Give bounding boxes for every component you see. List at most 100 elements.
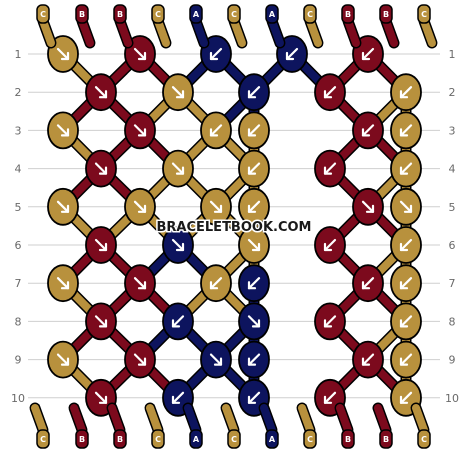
- top-strand-tab-letter: C: [231, 10, 237, 19]
- strand-thread: [298, 404, 314, 434]
- knot: [162, 73, 194, 112]
- knot: [238, 302, 270, 341]
- arrow-head-icon: [60, 128, 70, 137]
- arrow-head-icon: [247, 395, 257, 404]
- arrow-head-icon: [399, 357, 409, 366]
- arrow-head-icon: [213, 357, 223, 366]
- knot: [390, 187, 422, 226]
- knot: [124, 111, 156, 150]
- arrow-head-icon: [175, 166, 185, 175]
- arrow-head-icon: [60, 281, 70, 290]
- top-strand-tab: [303, 4, 317, 24]
- arrow-sw-icon: [247, 277, 261, 290]
- knot: [238, 149, 270, 188]
- arrow-sw-icon: [209, 277, 223, 290]
- arrow-sw-icon: [399, 277, 413, 290]
- row-label-right: 7: [449, 277, 456, 290]
- arrow-sw-icon: [209, 124, 223, 137]
- bottom-strand-tab: [113, 429, 127, 449]
- arrow-head-icon: [209, 281, 219, 290]
- knot: [124, 340, 156, 379]
- bottom-strand-tab-letter: B: [79, 435, 85, 444]
- arrow-se-icon: [209, 200, 223, 213]
- arrow-sw-icon: [323, 238, 337, 252]
- arrow-sw-icon: [323, 391, 337, 404]
- top-strand-tab: [151, 4, 165, 24]
- strand-thread: [70, 404, 86, 434]
- arrow-se-icon: [94, 238, 108, 252]
- row-label-left: 5: [15, 201, 22, 214]
- strand-thread: [192, 17, 208, 47]
- bottom-strand-tab-letter: C: [40, 435, 46, 444]
- knot: [238, 340, 270, 379]
- arrow-head-icon: [98, 166, 108, 175]
- top-strand-tab: [36, 4, 50, 24]
- arrow-head-icon: [403, 204, 413, 213]
- knot: [390, 226, 422, 264]
- top-strand-tab-letter: C: [421, 10, 427, 19]
- arrow-head-icon: [361, 51, 371, 61]
- arrow-head-icon: [251, 319, 261, 328]
- arrow-head-icon: [361, 281, 371, 290]
- row-label-left: 7: [15, 277, 22, 290]
- arrow-se-icon: [171, 162, 185, 175]
- arrow-head-icon: [247, 90, 257, 99]
- arrow-head-icon: [247, 281, 257, 290]
- arrow-head-icon: [175, 90, 185, 99]
- knot: [352, 340, 384, 379]
- bottom-strand-tab-letter: C: [155, 435, 161, 444]
- arrow-head-icon: [60, 204, 70, 213]
- row-label-right: 4: [449, 163, 456, 176]
- top-strand-tab: [227, 4, 241, 24]
- arrow-head-icon: [361, 128, 371, 137]
- arrow-sw-icon: [399, 391, 413, 404]
- arrow-head-icon: [247, 204, 257, 213]
- strand-thread: [78, 17, 94, 47]
- knot: [85, 302, 117, 341]
- knot: [238, 264, 270, 303]
- arrow-head-icon: [209, 128, 219, 137]
- strand-thread: [230, 17, 246, 47]
- knot: [390, 111, 422, 150]
- top-strand-tab-letter: C: [307, 10, 313, 19]
- arrow-se-icon: [399, 200, 413, 213]
- arrow-sw-icon: [399, 124, 413, 137]
- arrow-se-icon: [133, 277, 147, 290]
- knot: [352, 187, 384, 226]
- strand-thread: [268, 17, 284, 47]
- strand-thread: [382, 17, 398, 47]
- top-strand-tab-letter: C: [40, 10, 46, 19]
- arrow-head-icon: [247, 128, 257, 137]
- row-label-right: 2: [449, 86, 456, 99]
- arrow-se-icon: [361, 200, 375, 213]
- arrow-head-icon: [251, 242, 261, 252]
- bottom-strand-tab: [303, 429, 317, 449]
- bottom-strand-tab-letter: B: [345, 435, 351, 444]
- strand-thread: [146, 404, 162, 434]
- knot: [314, 302, 346, 341]
- knot: [314, 149, 346, 188]
- arrow-sw-icon: [247, 162, 261, 175]
- knot: [47, 264, 79, 303]
- row-label-left: 3: [15, 124, 22, 137]
- top-strand-tab: [379, 4, 393, 24]
- top-strand-tab: [341, 4, 355, 24]
- knot: [47, 187, 79, 226]
- arrow-head-icon: [323, 90, 333, 99]
- knot: [390, 302, 422, 341]
- arrow-sw-icon: [209, 47, 223, 61]
- arrow-head-icon: [399, 166, 409, 175]
- top-strand-tab: [113, 4, 127, 24]
- arrow-se-icon: [56, 353, 70, 366]
- arrow-se-icon: [56, 124, 70, 137]
- row-label-right: 8: [449, 315, 456, 328]
- knot: [47, 111, 79, 150]
- arrow-head-icon: [60, 357, 70, 366]
- strand-thread: [184, 404, 200, 434]
- arrow-se-icon: [247, 238, 261, 252]
- arrow-se-icon: [94, 86, 108, 99]
- arrow-head-icon: [98, 319, 108, 328]
- top-strand-tab: [189, 4, 203, 24]
- knot: [352, 264, 384, 303]
